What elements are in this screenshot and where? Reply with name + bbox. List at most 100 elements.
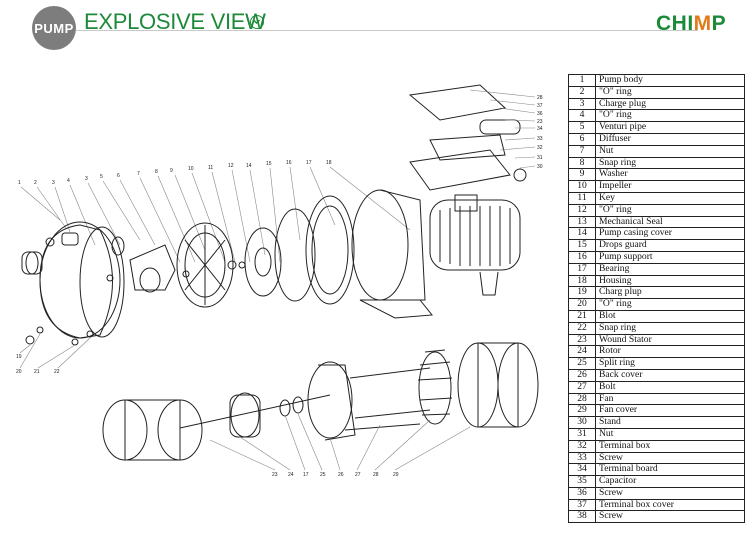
- parts-table-row: 20"O" ring: [568, 298, 745, 311]
- part-name: Screw: [595, 510, 745, 524]
- part-name: Terminal board: [595, 463, 745, 477]
- part-number: 34: [568, 463, 596, 477]
- diagram-label: 16: [286, 160, 292, 166]
- part-name: Snap ring: [595, 321, 745, 335]
- part-name: Pump casing cover: [595, 227, 745, 241]
- diagram-label: 17: [306, 160, 312, 166]
- diagram-label: 1: [18, 180, 21, 186]
- part-name: Wound Stator: [595, 333, 745, 347]
- diagram-label: 27: [355, 472, 361, 478]
- diagram-label: 3: [85, 176, 88, 182]
- part-number: 27: [568, 380, 596, 394]
- diagram-label: 12: [228, 163, 234, 169]
- part-number: 9: [568, 168, 596, 182]
- chevron-down-circle-icon[interactable]: [250, 15, 264, 29]
- diagram-label: 17: [303, 472, 309, 478]
- exploded-view-diagram: 1 2 3 4 3 5 6 7 8 9 10 11 12 14 15 16 17…: [16, 84, 543, 478]
- diagram-label: 24: [288, 472, 294, 478]
- part-number: 33: [568, 451, 596, 465]
- diagram-label: 4: [67, 178, 70, 184]
- part-number: 36: [568, 486, 596, 500]
- venturi-pipe: [129, 244, 176, 291]
- part-number: 29: [568, 404, 596, 418]
- part-name: Bearing: [595, 262, 745, 276]
- part-name: Washer: [595, 168, 745, 182]
- rotor-assembly-drawing: [102, 342, 539, 461]
- part-number: 37: [568, 498, 596, 512]
- part-number: 20: [568, 298, 596, 311]
- part-name: Fan: [595, 392, 745, 406]
- parts-table-row: 4"O" ring: [568, 109, 745, 123]
- diagram-label: 3: [52, 180, 55, 186]
- part-number: 3: [568, 97, 596, 111]
- header-rule: [76, 30, 698, 31]
- diagram-label: 33: [537, 136, 543, 142]
- leader-lines-bottom: [209, 413, 471, 471]
- part-number: 4: [568, 109, 596, 123]
- part-number: 22: [568, 321, 596, 335]
- diagram-label: 15: [266, 161, 272, 167]
- part-name: Charg plup: [595, 286, 745, 300]
- part-number: 28: [568, 392, 596, 406]
- part-name: Diffuser: [595, 132, 745, 146]
- part-number: 32: [568, 439, 596, 453]
- diagram-label: 28: [373, 472, 379, 478]
- part-name: Charge plug: [595, 97, 745, 111]
- o-ring: [111, 236, 125, 256]
- part-name: "O" ring: [595, 85, 745, 99]
- part-name: Nut: [595, 144, 745, 158]
- pump-body-drawing: [21, 221, 125, 339]
- pump-badge: PUMP: [32, 6, 76, 50]
- part-number: 1: [568, 74, 596, 87]
- diagram-label: 18: [326, 160, 332, 166]
- part-number: 24: [568, 345, 596, 359]
- part-number: 15: [568, 239, 596, 252]
- part-number: 23: [568, 333, 596, 347]
- part-number: 10: [568, 180, 596, 193]
- diagram-label: 31: [537, 155, 543, 161]
- motor-drawing: [429, 194, 521, 296]
- part-name: "O" ring: [595, 298, 745, 311]
- casing-cover-drawing: [305, 195, 355, 305]
- part-name: Pump body: [595, 74, 745, 87]
- part-name: Blot: [595, 309, 745, 323]
- part-number: 6: [568, 132, 596, 146]
- diagram-label: 20: [16, 369, 22, 375]
- part-number: 31: [568, 427, 596, 441]
- diagram-label: 22: [54, 369, 60, 375]
- diagram-label: 19: [16, 354, 22, 360]
- part-name: Stand: [595, 416, 745, 429]
- diagram-label: 10: [188, 166, 194, 172]
- page-title: EXPLOSIVE VIEW: [84, 9, 266, 34]
- brand-logo-part: CHI: [656, 12, 694, 35]
- diagram-label: 26: [338, 472, 344, 478]
- part-number: 8: [568, 156, 596, 170]
- part-name: Screw: [595, 451, 745, 465]
- part-name: Impeller: [595, 180, 745, 193]
- part-number: 30: [568, 416, 596, 429]
- parts-table-row: 12"O" ring: [568, 203, 745, 217]
